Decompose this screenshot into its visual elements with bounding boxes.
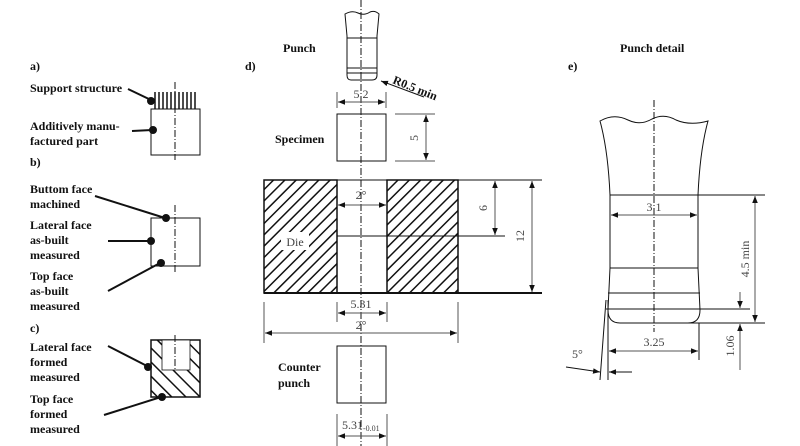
dim-1-06: 1.06: [723, 336, 737, 357]
radius-label: R0.5 min: [391, 73, 440, 104]
formed-cavity: [161, 339, 191, 371]
lateral-formed-label-1: Lateral face: [30, 340, 92, 354]
panel-d: d) Punch R0.5 min 5.2 Specimen 5 Die 2° …: [245, 0, 542, 446]
dim-12: 12: [513, 230, 527, 242]
lateral-face-label-2: as-built: [30, 233, 69, 247]
dim-counter-tolerance: -0.01: [363, 424, 380, 433]
bottom-face-label-1: Buttom face: [30, 182, 93, 196]
counter-punch-label-1: Counter: [278, 360, 321, 374]
am-part-label-2: factured part: [30, 134, 98, 148]
punch-label: Punch: [283, 41, 316, 55]
panel-a: a) Support structure Additively manu- fa…: [30, 59, 201, 160]
specimen: [336, 113, 387, 162]
lateral-face-label-3: measured: [30, 248, 80, 262]
panel-b: b) Buttom face machined Lateral face as-…: [30, 155, 201, 313]
lateral-formed-label-3: measured: [30, 370, 80, 384]
support-structure-label: Support structure: [30, 81, 123, 95]
panel-e-label: e): [568, 59, 577, 73]
punch: [344, 10, 380, 81]
pointer-dot: [149, 126, 157, 134]
dim-3-25: 3.25: [644, 335, 665, 349]
panel-a-label: a): [30, 59, 40, 73]
top-formed-label-3: measured: [30, 422, 80, 436]
top-face-label-3: measured: [30, 299, 80, 313]
top-formed-label-1: Top face: [30, 392, 74, 406]
dim-4-5-min: 4.5 min: [738, 241, 752, 278]
dim-bore: 5.31: [351, 297, 372, 311]
panel-e: Punch detail e) 3.1 4.5 min 1.06 3.25 5°: [565, 41, 765, 381]
top-face-label-2: as-built: [30, 284, 69, 298]
pointer-dot: [147, 97, 155, 105]
specimen-label: Specimen: [275, 132, 325, 146]
panel-b-label: b): [30, 155, 41, 169]
die-label: Die: [286, 235, 303, 249]
counter-punch-label-2: punch: [278, 376, 310, 390]
bottom-face-label-2: machined: [30, 197, 80, 211]
lateral-face-label-1: Lateral face: [30, 218, 92, 232]
dim-angle-bottom: 2°: [356, 318, 367, 332]
dim-counter: 5.31-0.01: [342, 418, 380, 433]
panel-c: c) Lateral face formed measured Top face…: [30, 321, 201, 436]
punch-detail-outline: [599, 115, 709, 324]
dim-counter-value: 5.31: [342, 418, 363, 432]
top-face-label-1: Top face: [30, 269, 74, 283]
dim-3-1: 3.1: [647, 200, 662, 214]
dim-specimen-height: 5: [407, 135, 421, 141]
panel-c-label: c): [30, 321, 39, 335]
top-formed-label-2: formed: [30, 407, 68, 421]
dim-punch-width: 5.2: [354, 87, 369, 101]
dim-angle-5: 5°: [572, 347, 583, 361]
dim-6: 6: [476, 205, 490, 211]
punch-detail-title: Punch detail: [620, 41, 685, 55]
am-part-label-1: Additively manu-: [30, 119, 120, 133]
panel-d-label: d): [245, 59, 256, 73]
lateral-formed-label-2: formed: [30, 355, 68, 369]
dim-angle-top: 2°: [356, 188, 367, 202]
counter-punch: [336, 345, 387, 404]
